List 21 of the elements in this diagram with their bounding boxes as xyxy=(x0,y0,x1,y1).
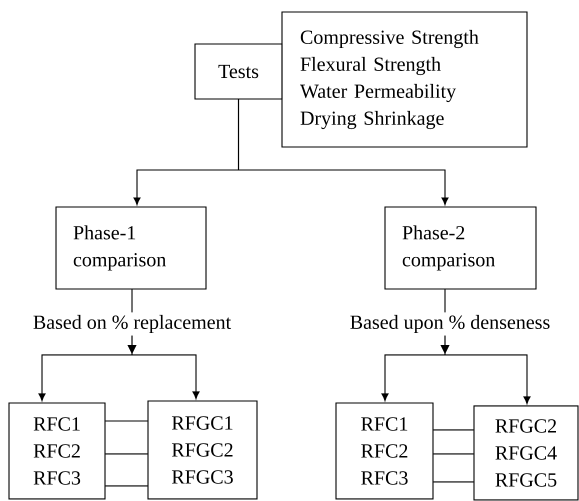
connector-line xyxy=(106,453,148,455)
text-box: Compressive Strength Flexural Strength Water Permeability Drying Shrinkage xyxy=(281,11,528,148)
connector-line xyxy=(434,453,474,455)
arrow xyxy=(440,336,530,404)
connector-line xyxy=(434,481,474,483)
text-box: RFC1 RFC2 RFC3 xyxy=(8,402,106,500)
connector-line xyxy=(444,290,446,312)
connector-line xyxy=(106,485,148,487)
connector-line xyxy=(131,290,133,312)
arrow xyxy=(238,100,448,206)
text-box: RFGC1 RFGC2 RFGC3 xyxy=(147,400,258,500)
text-box: RFC1 RFC2 RFC3 xyxy=(335,402,434,500)
text-box: Phase-1 comparison xyxy=(55,206,207,290)
text-box: Tests xyxy=(194,43,283,100)
text-box: RFGC2 RFGC4 RFGC5 xyxy=(473,405,579,501)
edge-label: Based on % replacement xyxy=(33,314,232,334)
connector-line xyxy=(106,420,148,422)
connector-line xyxy=(434,429,474,431)
arrow xyxy=(128,336,200,400)
edge-label: Based upon % denseness xyxy=(350,314,550,334)
text-box: Phase-2 comparison xyxy=(384,206,537,290)
